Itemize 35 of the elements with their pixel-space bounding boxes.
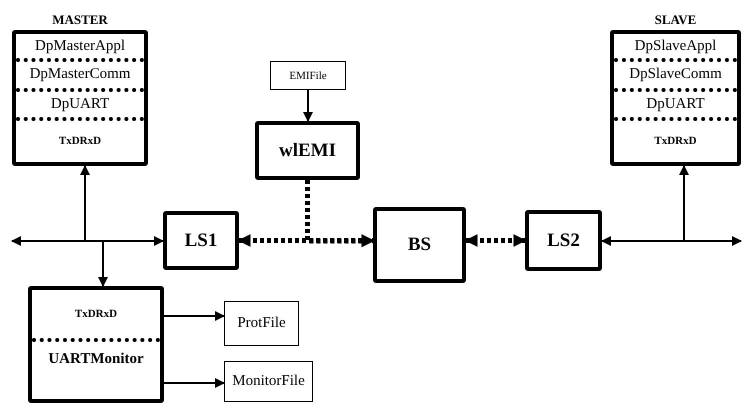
layer-label: DpMasterComm — [30, 66, 130, 84]
box-label: LS2 — [547, 230, 580, 252]
layer-label: DpSlaveComm — [629, 66, 722, 84]
module-heading: SLAVE — [654, 12, 698, 28]
file-box — [224, 361, 313, 402]
layer-label: TxDRxD — [58, 135, 102, 148]
box-label: LS1 — [184, 230, 218, 252]
arrow — [164, 311, 225, 321]
arrow — [80, 165, 164, 246]
box-label: EMIFile — [289, 70, 327, 82]
layer-label: DpSlaveAppl — [634, 38, 716, 55]
dotted-arrow — [464, 234, 526, 247]
file-box — [224, 301, 299, 346]
layer-label: TxDRxD — [654, 135, 697, 148]
layer-label: DpMasterAppl — [35, 38, 125, 55]
process-box — [525, 210, 602, 271]
arrow — [164, 378, 225, 388]
layer-label: DpUART — [50, 96, 110, 113]
dotted-arrow — [305, 180, 374, 248]
process-box — [373, 207, 466, 283]
layer-label: UARTMonitor — [48, 351, 144, 368]
arrow — [303, 90, 313, 122]
module-heading: MASTER — [51, 12, 109, 28]
layered-module-box — [28, 286, 164, 403]
box-label: MonitorFile — [232, 373, 305, 390]
layer-label: TxDRxD — [74, 308, 118, 320]
process-box — [255, 121, 360, 180]
process-box — [163, 211, 239, 270]
arrow — [601, 165, 689, 246]
layer-label: DpUART — [646, 96, 705, 113]
box-label: wlEMI — [279, 140, 336, 162]
file-box — [270, 61, 346, 90]
box-label: ProtFile — [237, 315, 286, 332]
dotted-arrow — [238, 234, 374, 247]
box-label: BS — [408, 234, 432, 256]
